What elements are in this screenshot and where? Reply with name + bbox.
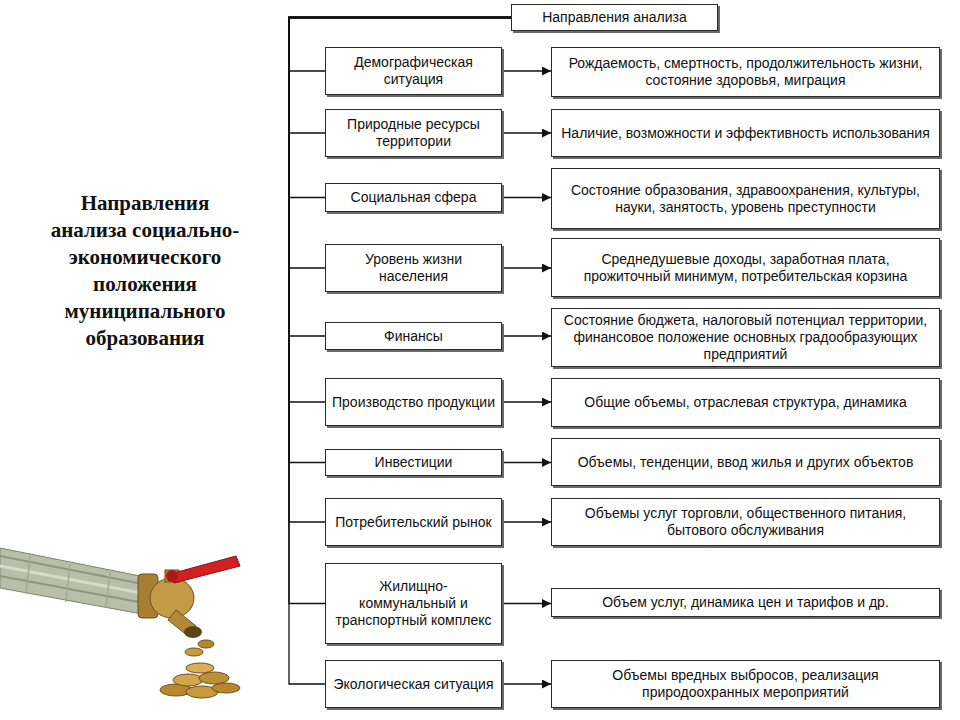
category-box: Социальная сфера (325, 183, 502, 212)
box-label: Общие объемы, отраслевая структура, дина… (584, 394, 906, 411)
category-box: Природные ресурсы территории (325, 109, 502, 157)
category-box: Уровень жизни населения (325, 244, 502, 292)
brass-valve (138, 570, 202, 638)
page-title: Направления анализа социально-экономичес… (42, 190, 248, 352)
indicator-box: Объемы услуг торговли, общественного пит… (551, 498, 940, 546)
box-label: Демографическая ситуация (332, 54, 495, 88)
indicator-box: Объемы, тенденции, ввод жилья и других о… (551, 438, 940, 486)
box-label: Среднедушевые доходы, заработная плата, … (558, 251, 933, 285)
indicator-box: Объемы вредных выбросов, реализация прир… (551, 660, 940, 708)
arrow-connector (502, 335, 551, 336)
box-label: Состояние бюджета, налоговый потенциал т… (558, 312, 933, 362)
branch-line (289, 18, 511, 403)
box-label: Состояние образования, здравоохранения, … (558, 182, 933, 216)
category-box: Демографическая ситуация (325, 47, 502, 95)
box-label: Производство продукции (332, 394, 495, 411)
box-label: Объемы вредных выбросов, реализация прир… (558, 667, 933, 701)
indicator-box: Общие объемы, отраслевая структура, дина… (551, 378, 940, 427)
box-label: Природные ресурсы территории (332, 116, 495, 150)
arrow-connector (502, 401, 551, 402)
category-box: Экологическая ситуация (325, 660, 502, 708)
branch-line (289, 18, 511, 463)
category-box: Финансы (325, 322, 502, 350)
box-label: Жилищно-коммунальный и транспортный комп… (332, 578, 495, 628)
arrow-connector (502, 521, 551, 522)
red-handle (166, 556, 240, 583)
branch-line (289, 18, 511, 337)
category-box: Инвестиции (325, 449, 502, 476)
box-label: Уровень жизни населения (332, 251, 495, 285)
arrow-connector (502, 462, 551, 463)
category-box: Жилищно-коммунальный и транспортный комп… (325, 563, 502, 644)
coin-pile (160, 640, 240, 698)
arrow-connector (502, 70, 551, 71)
arrow-connector (502, 197, 551, 198)
indicator-box: Объем услуг, динамика цен и тарифов и др… (551, 588, 940, 617)
box-label: Объемы, тенденции, ввод жилья и других о… (578, 454, 914, 471)
box-label: Финансы (384, 328, 443, 345)
header-box: Направления анализа (511, 4, 718, 31)
box-label: Социальная сфера (351, 189, 477, 206)
box-label: Экологическая ситуация (333, 676, 493, 693)
arrow-connector (502, 683, 551, 684)
category-box: Потребительский рынок (325, 498, 502, 546)
indicator-box: Состояние образования, здравоохранения, … (551, 168, 940, 229)
branch-line (289, 18, 511, 523)
box-label: Рождаемость, смертность, продолжительнос… (558, 55, 933, 89)
branch-line (289, 18, 511, 198)
box-label: Наличие, возможности и эффективность исп… (561, 125, 929, 142)
branch-line (289, 18, 511, 269)
arrow-connector (502, 603, 551, 604)
box-label: Объем услуг, динамика цен и тарифов и др… (602, 594, 889, 611)
category-box: Производство продукции (325, 378, 502, 426)
box-label: Объемы услуг торговли, общественного пит… (558, 505, 933, 539)
indicator-box: Состояние бюджета, налоговый потенциал т… (551, 308, 940, 367)
box-label: Направления анализа (542, 9, 687, 26)
indicator-box: Рождаемость, смертность, продолжительнос… (551, 47, 940, 97)
banknote-pipe (0, 548, 150, 614)
branch-line (289, 18, 511, 604)
box-label: Инвестиции (375, 454, 453, 471)
branch-line (289, 18, 511, 685)
indicator-box: Среднедушевые доходы, заработная плата, … (551, 238, 940, 297)
arrow-connector (502, 132, 551, 133)
indicator-box: Наличие, возможности и эффективность исп… (551, 109, 940, 157)
arrow-connector (502, 267, 551, 268)
box-label: Потребительский рынок (335, 514, 491, 531)
money-tap-illustration (0, 0, 260, 720)
